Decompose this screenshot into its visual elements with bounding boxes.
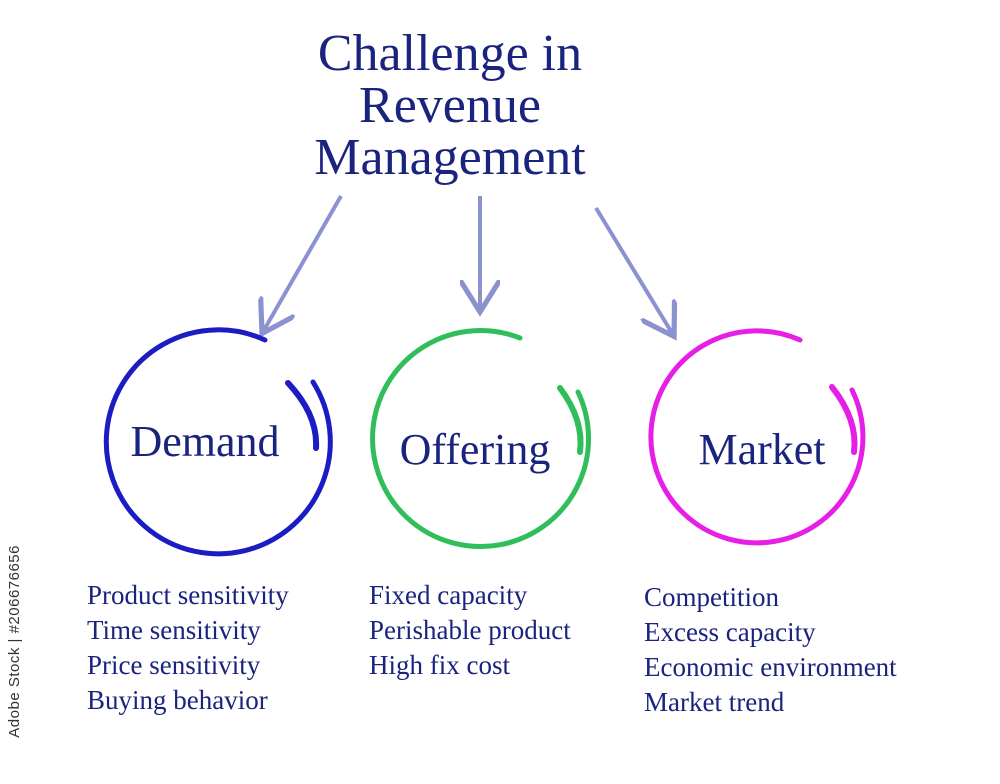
market-label: Market [698, 425, 826, 474]
market-list: Competition Excess capacity Economic env… [644, 580, 897, 720]
offering-circle [370, 328, 591, 550]
stock-watermark: Adobe Stock | #206676656 [6, 545, 23, 738]
offering-list: Fixed capacity Perishable product High f… [369, 578, 571, 683]
arrow-to-market [594, 206, 672, 333]
market-circle [648, 328, 866, 546]
arrow-to-demand [264, 195, 343, 330]
list-item: Product sensitivity [87, 580, 289, 610]
list-item: Time sensitivity [87, 615, 261, 645]
list-item: Price sensitivity [87, 650, 261, 680]
diagram-title: Challenge in Revenue Management [180, 28, 720, 184]
title-line: Management [314, 129, 586, 186]
list-item: High fix cost [369, 650, 510, 680]
list-item: Market trend [644, 687, 785, 717]
list-item: Competition [644, 582, 779, 612]
list-item: Buying behavior [87, 685, 268, 715]
list-item: Perishable product [369, 615, 571, 645]
list-item: Economic environment [644, 652, 897, 682]
title-line: Revenue [359, 77, 541, 134]
offering-label: Offering [399, 425, 551, 474]
demand-circle [103, 327, 333, 557]
demand-list: Product sensitivity Time sensitivity Pri… [87, 578, 289, 718]
list-item: Excess capacity [644, 617, 816, 647]
demand-label: Demand [130, 417, 280, 466]
title-line: Challenge in [317, 25, 583, 82]
list-item: Fixed capacity [369, 580, 528, 610]
